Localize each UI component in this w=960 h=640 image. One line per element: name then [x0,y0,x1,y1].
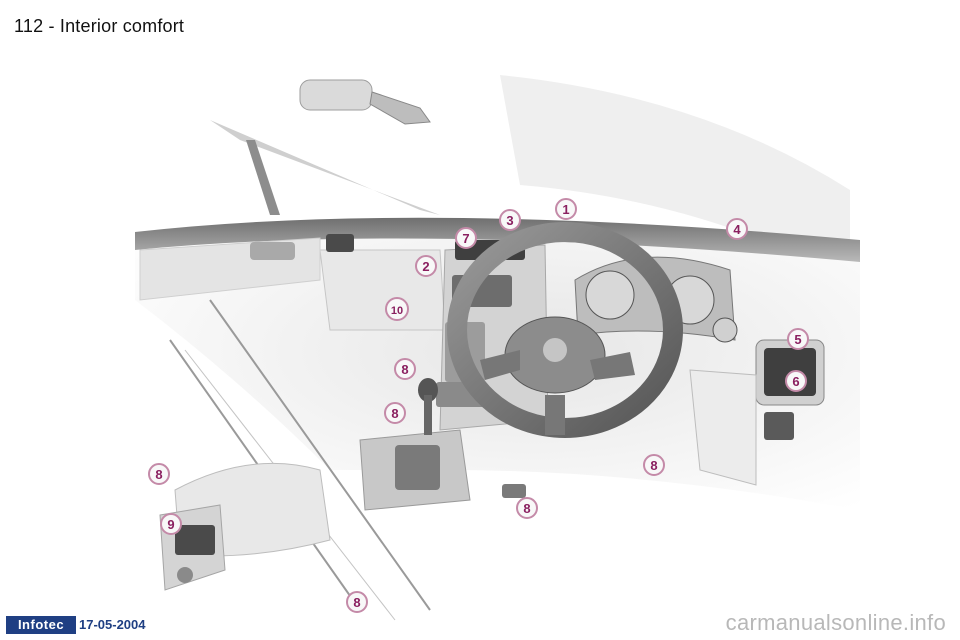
rear-view-mirror [299,79,431,125]
callout-2: 2 [415,255,437,277]
svg-text:8: 8 [650,458,657,473]
callout-1: 1 [555,198,577,220]
door-panel [139,237,321,301]
svg-text:1: 1 [562,202,569,217]
callout-9: 9 [160,513,182,535]
site-watermark: carmanualsonline.info [725,610,946,635]
callout-8: 8 [516,497,538,519]
left-air-vent [326,234,354,252]
instrument-cluster [574,256,738,343]
svg-text:6: 6 [792,374,799,389]
svg-text:7: 7 [462,231,469,246]
rear-armrest [159,462,331,591]
svg-text:8: 8 [353,595,360,610]
infotec-logo: Infotec [6,616,76,634]
callout-7: 7 [455,227,477,249]
callout-6: 6 [785,370,807,392]
callout-4: 4 [726,218,748,240]
svg-text:8: 8 [391,406,398,421]
callouts: 1 2 3 4 5 6 7 8 8 8 8 8 8 8 9 10 [148,198,809,613]
floor-vent [502,484,526,498]
callout-8: 8 [346,591,368,613]
callout-3: 3 [499,209,521,231]
callout-8: 8 [148,463,170,485]
svg-text:4: 4 [733,222,741,237]
svg-text:3: 3 [506,213,513,228]
svg-text:8: 8 [401,362,408,377]
callout-8: 8 [643,454,665,476]
windshield-frame [210,75,850,280]
callout-8: 8 [394,358,416,380]
svg-text:5: 5 [794,332,801,347]
svg-text:2: 2 [422,259,429,274]
glovebox [689,369,794,486]
svg-text:8: 8 [155,467,162,482]
callout-5: 5 [787,328,809,350]
page-title: 112 - Interior comfort [14,16,185,36]
callout-10: 10 [385,297,409,321]
steering-wheel [447,222,683,438]
svg-text:8: 8 [523,501,530,516]
print-date: 17-05-2004 [79,617,146,632]
svg-text:9: 9 [167,517,174,532]
svg-text:10: 10 [391,305,403,317]
callout-8: 8 [384,402,406,424]
